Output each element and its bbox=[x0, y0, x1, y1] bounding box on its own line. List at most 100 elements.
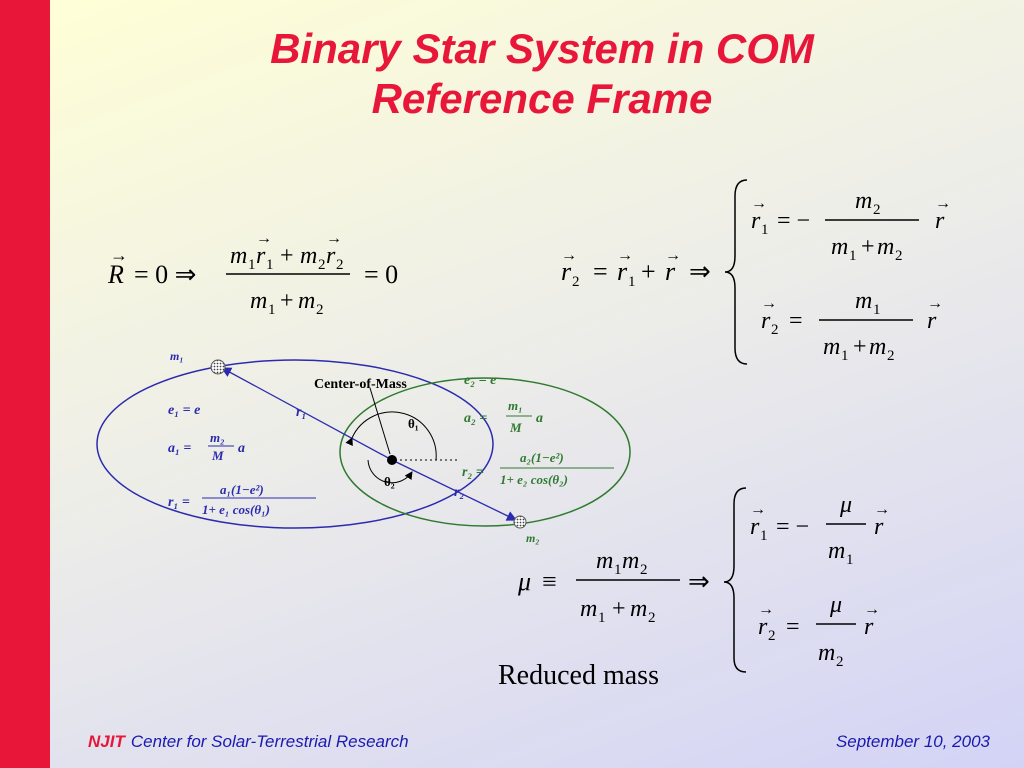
svg-text:1: 1 bbox=[266, 257, 274, 273]
svg-text:→: → bbox=[758, 601, 774, 618]
svg-text:m: m bbox=[250, 288, 267, 314]
svg-text:= −: = − bbox=[777, 208, 810, 234]
label-com: Center-of-Mass bbox=[314, 377, 407, 392]
svg-text:a: a bbox=[238, 441, 245, 456]
svg-text:r: r bbox=[761, 308, 771, 334]
svg-text:m: m bbox=[298, 288, 315, 314]
svg-text:m: m bbox=[818, 640, 835, 666]
svg-text:r₂ =: r₂ = bbox=[462, 465, 484, 480]
svg-text:→: → bbox=[326, 230, 342, 247]
star-m2 bbox=[513, 515, 527, 529]
svg-text:m: m bbox=[300, 243, 317, 269]
side-accent-bar bbox=[0, 0, 50, 768]
title-line-1: Binary Star System in COM bbox=[270, 25, 814, 72]
svg-text:= 0 ⇒: = 0 ⇒ bbox=[134, 260, 196, 289]
svg-text:1: 1 bbox=[248, 257, 256, 273]
svg-text:+: + bbox=[280, 243, 294, 269]
svg-text:→: → bbox=[751, 195, 767, 212]
svg-text:a₂(1−e²): a₂(1−e²) bbox=[520, 450, 564, 465]
svg-text:1: 1 bbox=[268, 302, 276, 318]
svg-text:2: 2 bbox=[887, 348, 895, 364]
svg-text:= 0: = 0 bbox=[364, 260, 398, 289]
svg-text:m: m bbox=[630, 596, 647, 622]
orbit-2-ellipse bbox=[339, 377, 631, 527]
svg-text:2: 2 bbox=[648, 610, 656, 626]
svg-text:=: = bbox=[789, 308, 803, 334]
svg-text:→: → bbox=[617, 247, 633, 264]
svg-text:m: m bbox=[823, 334, 840, 360]
svg-text:a₁ =: a₁ = bbox=[168, 441, 191, 456]
svg-text:⇒: ⇒ bbox=[689, 257, 711, 286]
svg-text:2: 2 bbox=[316, 302, 324, 318]
center-of-mass-dot bbox=[387, 455, 397, 465]
svg-text:=: = bbox=[593, 257, 608, 286]
svg-text:r: r bbox=[256, 243, 266, 269]
svg-text:θ₁: θ₁ bbox=[408, 416, 419, 431]
svg-text:→: → bbox=[761, 295, 777, 312]
svg-text:2: 2 bbox=[895, 248, 903, 264]
svg-text:m: m bbox=[877, 234, 894, 260]
svg-text:→: → bbox=[110, 245, 128, 265]
svg-text:1: 1 bbox=[628, 274, 636, 290]
svg-text:→: → bbox=[561, 247, 577, 264]
svg-text:m: m bbox=[855, 288, 872, 314]
title-line-2: Reference Frame bbox=[371, 75, 713, 122]
star-m1 bbox=[210, 359, 226, 375]
svg-text:1: 1 bbox=[849, 248, 857, 264]
reduced-mass-caption: Reduced mass bbox=[498, 660, 659, 691]
orbit-1-ellipse bbox=[96, 359, 494, 529]
svg-text:M: M bbox=[509, 420, 522, 435]
svg-text:1: 1 bbox=[873, 302, 881, 318]
slide-title: Binary Star System in COM Reference Fram… bbox=[60, 24, 1024, 124]
svg-text:r: r bbox=[561, 257, 572, 286]
njit-logo: NJIT bbox=[88, 732, 125, 751]
svg-text:r: r bbox=[758, 614, 768, 640]
svg-text:+: + bbox=[641, 257, 656, 286]
svg-text:1: 1 bbox=[841, 348, 849, 364]
svg-text:r: r bbox=[864, 614, 874, 640]
svg-text:⇒: ⇒ bbox=[688, 567, 710, 596]
svg-text:r: r bbox=[665, 257, 676, 286]
svg-text:2: 2 bbox=[873, 202, 881, 218]
svg-text:+: + bbox=[853, 334, 867, 360]
label-m1: m₁ bbox=[170, 349, 184, 363]
svg-text:1: 1 bbox=[846, 552, 854, 568]
footer-center-text: Center for Solar-Terrestrial Research bbox=[130, 732, 409, 751]
footer-date: September 10, 2003 bbox=[835, 732, 990, 751]
svg-text:+: + bbox=[612, 596, 626, 622]
svg-text:r: r bbox=[326, 243, 336, 269]
svg-text:1: 1 bbox=[761, 222, 769, 238]
svg-text:m: m bbox=[855, 188, 872, 214]
svg-text:1: 1 bbox=[598, 610, 606, 626]
svg-text:→: → bbox=[750, 501, 766, 518]
svg-text:m₁: m₁ bbox=[508, 398, 523, 413]
svg-text:2: 2 bbox=[318, 257, 326, 273]
svg-text:r₂: r₂ bbox=[454, 485, 464, 500]
svg-text:→: → bbox=[874, 501, 890, 518]
svg-text:2: 2 bbox=[768, 628, 776, 644]
svg-text:m: m bbox=[622, 548, 639, 574]
svg-text:1+ e₁ cos(θ₁): 1+ e₁ cos(θ₁) bbox=[202, 502, 270, 517]
svg-text:r: r bbox=[751, 208, 761, 234]
svg-text:m: m bbox=[828, 538, 845, 564]
svg-text:= −: = − bbox=[776, 514, 809, 540]
svg-text:r: r bbox=[617, 257, 628, 286]
svg-text:μ: μ bbox=[517, 567, 531, 596]
svg-text:→: → bbox=[927, 295, 943, 312]
svg-text:r: r bbox=[874, 514, 884, 540]
svg-text:M: M bbox=[211, 448, 224, 463]
svg-text:2: 2 bbox=[771, 322, 779, 338]
svg-text:a₂ =: a₂ = bbox=[464, 411, 487, 426]
svg-text:m: m bbox=[869, 334, 886, 360]
svg-text:→: → bbox=[935, 195, 951, 212]
svg-text:r: r bbox=[935, 208, 945, 234]
svg-text:1: 1 bbox=[614, 562, 622, 578]
svg-text:2: 2 bbox=[640, 562, 648, 578]
svg-text:e₁ = e: e₁ = e bbox=[168, 403, 200, 418]
footer-center: NJIT Center for Solar-Terrestrial Researc… bbox=[88, 732, 409, 752]
svg-text:e₂ = e: e₂ = e bbox=[464, 373, 496, 388]
svg-text:≡: ≡ bbox=[542, 567, 557, 596]
svg-text:m₂: m₂ bbox=[210, 430, 225, 445]
svg-text:r: r bbox=[927, 308, 937, 334]
